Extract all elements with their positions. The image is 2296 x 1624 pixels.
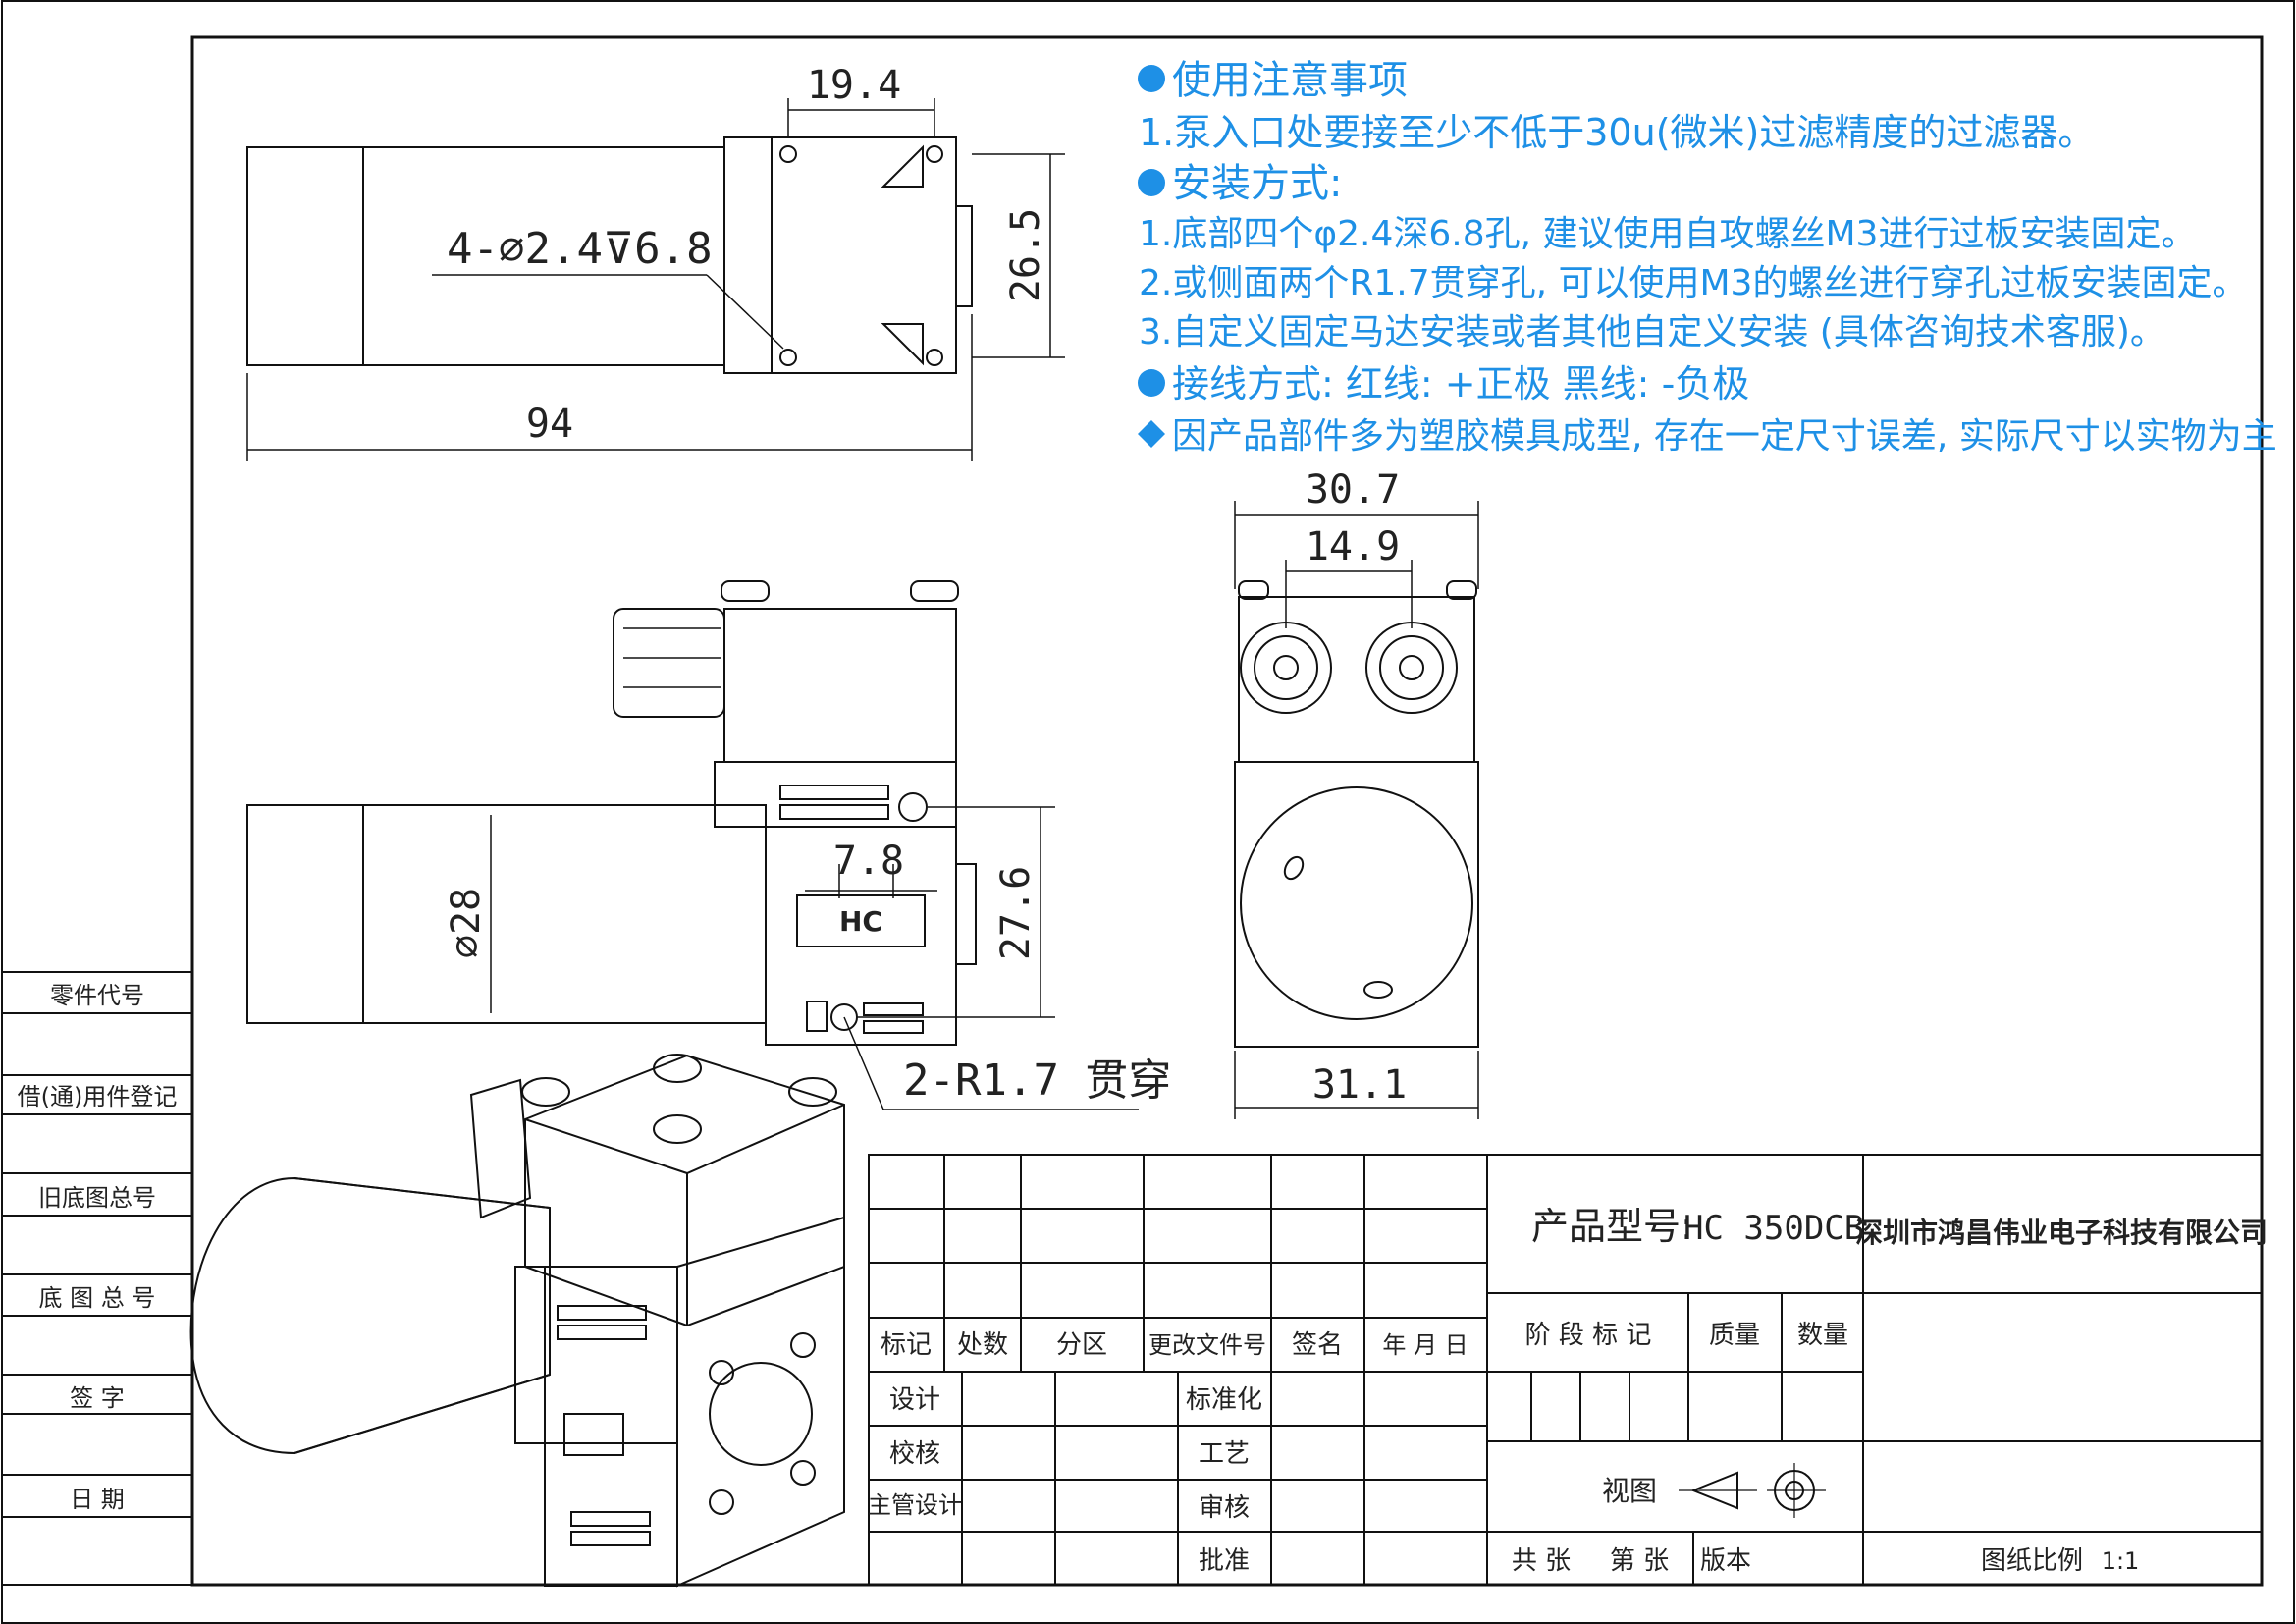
top-hole-bl xyxy=(779,349,797,366)
side-screw-left xyxy=(721,580,770,602)
dim-side-height: 27.6 xyxy=(993,866,1039,960)
left-record-strip: 零件代号 借(通)用件登记 旧底图总号 底 图 总 号 签 字 日 期 xyxy=(1,971,193,1586)
rev-header-mark: 标记 xyxy=(881,1330,932,1360)
strip-label-borrow: 借(通)用件登记 xyxy=(18,1083,178,1110)
rev-header-sign: 签名 xyxy=(1292,1330,1343,1360)
isometric-view xyxy=(189,1054,845,1588)
side-view xyxy=(246,580,1139,1110)
bullet-usage xyxy=(1138,65,1165,92)
top-hole-tr xyxy=(926,145,943,163)
rev-header-doc: 更改文件号 xyxy=(1148,1331,1266,1359)
iso-motor-face xyxy=(709,1362,813,1466)
product-model-value: HC 350DCB xyxy=(1683,1209,1864,1248)
strip-label-date: 日 期 xyxy=(70,1486,125,1513)
company-name: 深圳市鸿昌伟业电子科技有限公司 xyxy=(1855,1217,2268,1249)
quantity-label: 数量 xyxy=(1797,1321,1848,1350)
bullet-install xyxy=(1138,169,1165,196)
dim-end-bottom: 31.1 xyxy=(1312,1062,1407,1108)
rev-header-count: 处数 xyxy=(957,1330,1008,1360)
role-design: 设计 xyxy=(889,1385,940,1415)
diamond-bullet xyxy=(1138,420,1165,448)
product-model-label: 产品型号: xyxy=(1531,1205,1693,1248)
dim-top-width: 19.4 xyxy=(807,63,901,108)
note-wiring: 接线方式: 红线: +正极 黑线: -负极 xyxy=(1172,362,1749,406)
role-review: 审核 xyxy=(1199,1493,1250,1523)
role-process: 工艺 xyxy=(1199,1439,1250,1469)
logo-mark: HC xyxy=(839,905,882,938)
note-usage-title: 使用注意事项 xyxy=(1172,58,1408,103)
dim-slot-width: 7.8 xyxy=(833,839,904,884)
rev-header-zone: 分区 xyxy=(1056,1330,1107,1360)
title-block xyxy=(868,1154,2263,1586)
role-standardization: 标准化 xyxy=(1186,1385,1262,1415)
dim-motor-diameter: ⌀28 xyxy=(444,888,489,958)
bullet-wiring xyxy=(1138,369,1165,397)
strip-label-old-base: 旧底图总号 xyxy=(38,1184,156,1212)
note-install-2: 2.或侧面两个R1.7贯穿孔, 可以使用M3的螺丝进行穿孔过板安装固定。 xyxy=(1139,263,2247,303)
note-install-title: 安装方式: xyxy=(1172,161,1342,206)
side-port xyxy=(613,608,725,718)
top-hole-br xyxy=(926,349,943,366)
notes-block: 使用注意事项 1.泵入口处要接至少不低于30u(微米)过滤精度的过滤器。 安装方… xyxy=(1138,58,2277,457)
side-screw-right xyxy=(910,580,959,602)
rev-header-date: 年 月 日 xyxy=(1382,1331,1468,1359)
end-view xyxy=(1234,501,1479,1119)
motor-face xyxy=(1240,786,1473,1020)
strip-label-part-code: 零件代号 xyxy=(50,982,144,1009)
dim-top-height: 26.5 xyxy=(1003,208,1048,302)
dim-port-spacing: 14.9 xyxy=(1306,524,1400,569)
mass-label: 质量 xyxy=(1709,1321,1760,1350)
role-check: 校核 xyxy=(889,1439,940,1469)
sheet-number: 第 张 xyxy=(1610,1546,1669,1576)
dim-hole-spec: 4-⌀2.4⊽6.8 xyxy=(447,224,713,274)
top-view xyxy=(246,98,1065,461)
strip-label-signature: 签 字 xyxy=(70,1384,125,1412)
top-hole-tl xyxy=(779,145,797,163)
dim-side-holes: 2-R1.7 贯穿 xyxy=(903,1056,1171,1106)
note-install-1: 1.底部四个φ2.4深6.8孔, 建议使用自攻螺丝M3进行过板安装固定。 xyxy=(1139,214,2196,254)
dim-end-width: 30.7 xyxy=(1306,467,1400,513)
note-usage-1: 1.泵入口处要接至少不低于30u(微米)过滤精度的过滤器。 xyxy=(1139,111,2095,154)
sheets-total: 共 张 xyxy=(1512,1546,1571,1576)
scale-value: 1:1 xyxy=(2102,1547,2140,1575)
note-install-3: 3.自定义固定马达安装或者其他自定义安装 (具体咨询技术客服)。 xyxy=(1139,312,2165,352)
scale-label: 图纸比例 xyxy=(1981,1546,2083,1576)
dim-total-length: 94 xyxy=(526,402,573,447)
stage-mark-label: 阶 段 标 记 xyxy=(1525,1321,1652,1350)
view-label: 视图 xyxy=(1602,1475,1657,1507)
strip-label-base-total: 底 图 总 号 xyxy=(39,1284,156,1312)
version-label: 版本 xyxy=(1700,1546,1751,1576)
role-chief-design: 主管设计 xyxy=(868,1491,962,1519)
note-disclaimer: 因产品部件多为塑胶模具成型, 存在一定尺寸误差, 实际尺寸以实物为主 xyxy=(1172,416,2277,457)
role-approve: 批准 xyxy=(1199,1546,1250,1576)
